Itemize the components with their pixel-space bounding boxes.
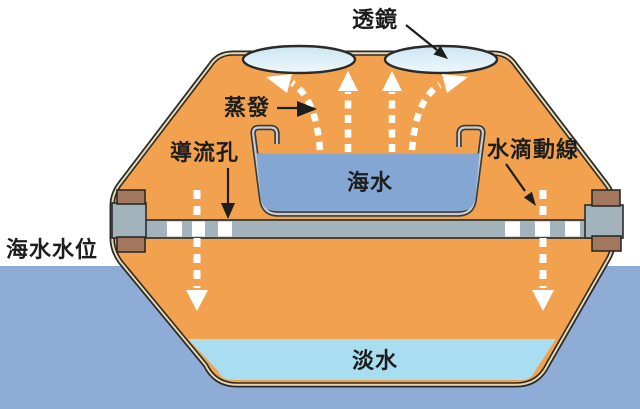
label-droplet-path: 水滴動線 <box>487 137 580 162</box>
drip-arrows <box>186 190 554 311</box>
lens-pointer-arrow <box>405 24 448 59</box>
seawater-basin <box>250 124 486 217</box>
right-float-mount <box>584 189 624 252</box>
label-guide-hole: 導流孔 <box>170 140 240 165</box>
label-evaporation: 蒸發 <box>224 95 271 120</box>
lens-right <box>383 44 499 75</box>
lens-left <box>241 44 357 75</box>
right-top-cork <box>591 189 621 207</box>
left-top-cork <box>116 189 146 205</box>
right-bottom-cork <box>591 235 622 252</box>
droplet-path-pointer-arrow <box>505 163 536 206</box>
steam-arrow-curved-right <box>408 74 468 151</box>
evaporation-pointer-arrow <box>277 101 317 117</box>
fresh-water-pool <box>188 339 556 380</box>
guide-hole-flange <box>144 219 594 239</box>
basin-seawater <box>256 153 480 211</box>
label-lens: 透鏡 <box>352 7 399 32</box>
drip-arrow-left <box>186 190 208 311</box>
pointer-arrows <box>221 24 536 219</box>
steam-arrow-up-2 <box>382 71 402 152</box>
label-fresh-water: 淡水 <box>352 348 399 373</box>
left-bottom-cork <box>116 236 146 253</box>
label-seawater-basin: 海水 <box>347 170 394 195</box>
drip-arrow-right <box>532 190 554 311</box>
left-float-mount <box>111 189 147 253</box>
steam-arrow-up-1 <box>338 71 358 152</box>
label-sea-level: 海水水位 <box>6 237 99 262</box>
buoy-hull <box>109 50 617 388</box>
guide-hole-pointer-arrow <box>221 168 235 219</box>
